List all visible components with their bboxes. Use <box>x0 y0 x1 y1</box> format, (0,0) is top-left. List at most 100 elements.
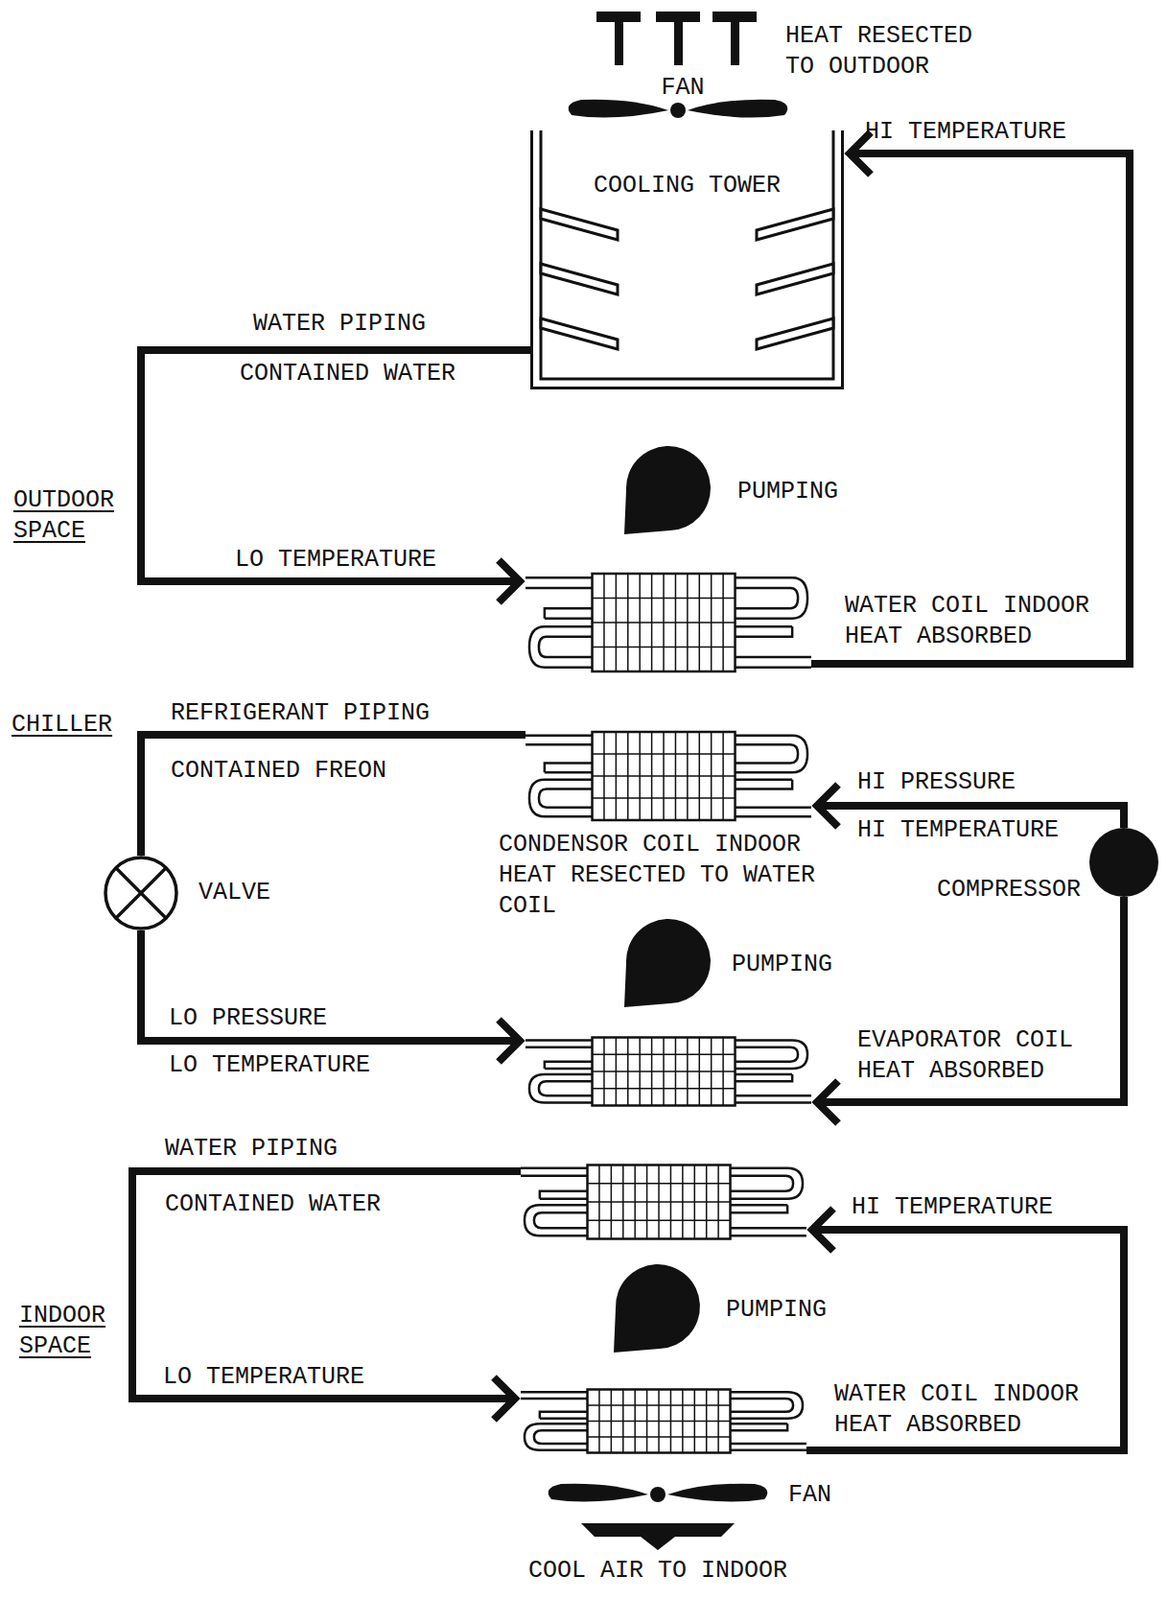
tower-baffle <box>756 209 834 240</box>
fan-blade <box>568 99 669 118</box>
label-anchor: INDOOR SPACE <box>19 1300 114 1362</box>
pipe-connector <box>811 153 1130 664</box>
valve-symbol <box>105 857 177 929</box>
pipe-connector <box>140 350 531 582</box>
temperature-label: HI TEMPERATURE <box>857 815 1059 846</box>
label-anchor: FAN <box>788 1479 832 1511</box>
temperature-label: LO TEMPERATURE <box>168 1050 371 1081</box>
pump-label: PUMPING <box>731 949 833 981</box>
fan-hub <box>670 102 686 118</box>
label-anchor: HEAT RESECTED TO OUTDOOR <box>785 21 981 83</box>
fan-label: FAN <box>660 72 704 104</box>
node-label: CONDENSOR COIL INDOOR HEAT RESECTED TO W… <box>498 829 823 922</box>
heat-arrow <box>614 11 624 66</box>
water-pipe <box>132 1170 521 1399</box>
node-label: WATER COIL INDOOR HEAT ABSORBED <box>844 590 1098 653</box>
label-anchor: WATER PIPING <box>164 1133 338 1165</box>
piping-label: REFRIGERANT PIPING <box>170 698 430 729</box>
piping-label: CONTAINED WATER <box>164 1189 381 1220</box>
node-label: EVAPORATOR COIL HEAT ABSORBED <box>857 1025 1081 1087</box>
label-anchor: CONTAINED FREON <box>170 755 387 787</box>
heat-arrows <box>596 11 757 66</box>
node-label: COMPRESSOR <box>936 874 1081 906</box>
expansion-valve: VALVE <box>103 855 179 931</box>
label-anchor: CONTAINED WATER <box>164 1189 381 1220</box>
cooling-tower: COOLING TOWER <box>530 130 844 390</box>
water-coil: WATER COIL INDOOR HEAT ABSORBED <box>525 571 812 674</box>
piping-label: WATER PIPING <box>253 308 426 340</box>
label-anchor: PUMPING <box>737 476 839 508</box>
water-coil: WATER COIL INDOOR HEAT ABSORBED <box>520 1387 807 1454</box>
chilled-water-coil <box>520 1165 807 1239</box>
label-anchor: LO TEMPERATURE <box>234 544 437 576</box>
temperature-label: HI TEMPERATURE <box>864 116 1067 148</box>
pump-symbol <box>624 445 711 535</box>
label-anchor: HI TEMPERATURE <box>851 1191 1053 1223</box>
piping-label: CONTAINED FREON <box>170 755 387 787</box>
evaporator-coil: EVAPORATOR COIL HEAT ABSORBED <box>525 1035 812 1107</box>
coil-symbol <box>525 573 812 672</box>
fan-label: FAN <box>788 1479 832 1511</box>
label-anchor: CHILLER <box>11 709 113 741</box>
label-anchor: HI TEMPERATURE <box>864 116 1067 148</box>
piping-label: CONTAINED WATER <box>239 358 456 390</box>
water-coil-outline <box>525 571 812 674</box>
temperature-label: LO TEMPERATURE <box>163 1361 365 1393</box>
fan-blade <box>548 1483 649 1502</box>
pipe-connector <box>140 930 520 1041</box>
label-anchor: COOL AIR TO INDOOR <box>528 1555 788 1587</box>
node-label: WATER COIL INDOOR HEAT ABSORBED <box>834 1378 1087 1441</box>
pipe-connector <box>817 896 1124 1102</box>
water-pipe <box>806 1229 1124 1450</box>
label-anchor: PUMPING <box>725 1294 827 1326</box>
label-anchor: LO TEMPERATURE <box>163 1361 365 1393</box>
cooling-tower-outline <box>530 130 844 390</box>
water-coil-outline <box>520 1387 807 1454</box>
pump-label: PUMPING <box>725 1294 827 1326</box>
airflow-label: COOL AIR TO INDOOR <box>528 1555 788 1587</box>
coil-symbol <box>525 1036 812 1105</box>
tower-wall <box>532 130 843 389</box>
label-anchor: REFRIGERANT PIPING <box>170 698 430 729</box>
heat-arrow <box>674 11 683 66</box>
heat-rejection-note: HEAT RESECTED TO OUTDOOR <box>785 21 981 83</box>
label-anchor: PUMPING <box>731 949 833 981</box>
heat-arrow <box>730 11 740 66</box>
tower-baffle <box>540 318 618 350</box>
fan-symbol <box>548 1483 769 1502</box>
pipe-connector <box>140 734 526 856</box>
fan-symbol <box>568 99 789 118</box>
expansion-valve-outline <box>103 855 179 931</box>
zone-label: OUTDOOR SPACE <box>13 485 122 547</box>
zone-label: CHILLER <box>11 709 113 741</box>
label-anchor: FAN <box>660 72 704 104</box>
label-anchor: CONTAINED WATER <box>239 358 456 390</box>
tower-baffle <box>756 318 834 350</box>
pressure-label: LO PRESSURE <box>168 1003 328 1034</box>
compressor: COMPRESSOR <box>1089 827 1159 897</box>
coil-symbol <box>525 731 812 820</box>
compressor-outline <box>1089 827 1159 897</box>
tower-baffle <box>540 209 618 240</box>
valve-cross <box>116 867 166 918</box>
fan-blade <box>667 1483 768 1502</box>
tower-wall <box>540 130 834 379</box>
zone-label: INDOOR SPACE <box>19 1300 114 1362</box>
piping-label: WATER PIPING <box>164 1133 338 1165</box>
label-anchor: OUTDOOR SPACE <box>13 485 122 547</box>
fan-hub <box>650 1486 666 1502</box>
tower-baffle <box>756 263 834 295</box>
airflow-arrow <box>581 1522 735 1550</box>
evaporator-coil-outline <box>525 1035 812 1107</box>
pressure-label: HI PRESSURE <box>857 767 1016 798</box>
node-label: COOLING TOWER <box>530 170 844 202</box>
tower-baffle <box>540 263 618 295</box>
label-anchor: WATER PIPING <box>253 308 426 340</box>
coil-symbol <box>520 1388 807 1452</box>
fan-blade <box>687 99 788 118</box>
label-anchor: LO PRESSURE <box>168 1003 328 1034</box>
pump-symbol <box>624 918 711 1007</box>
